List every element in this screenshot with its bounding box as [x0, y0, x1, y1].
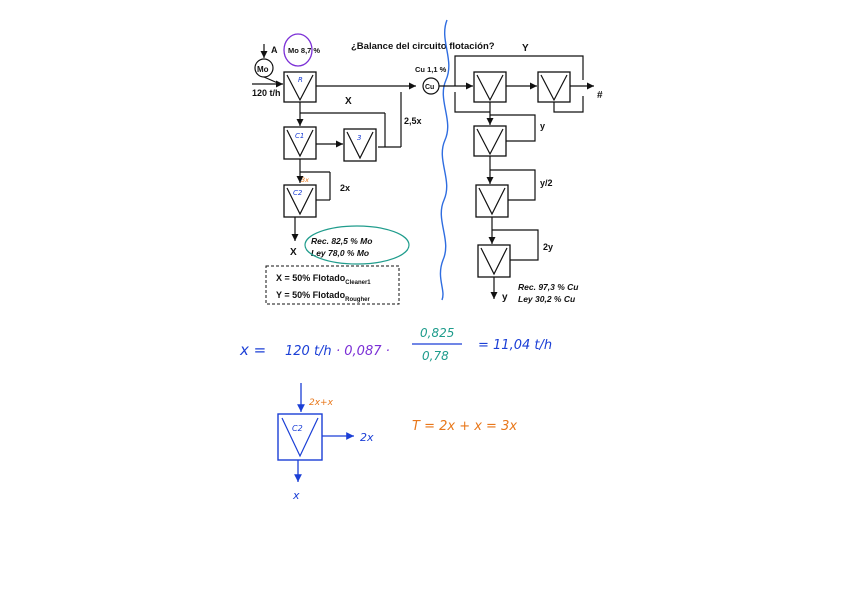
eq-frac-num: 0,825 — [420, 326, 454, 340]
cu-rougher1-cell — [473, 71, 507, 103]
eq-rate: 120 t/h — [285, 344, 332, 359]
cu-cell5 — [477, 244, 511, 278]
handwritten-equation: x = 120 t/h · 0,087 · 0,825 0,78 = 11,04… — [239, 326, 552, 363]
cu-y1: y — [540, 121, 545, 131]
eq-frac-den: 0,78 — [422, 349, 449, 363]
cu-c4-loop — [490, 169, 536, 201]
eq-result: = 11,04 t/h — [478, 338, 552, 353]
purple-highlight-circle — [283, 33, 313, 67]
sketch-cell-v — [281, 417, 319, 458]
blue-wavy-separator — [439, 19, 450, 301]
cu-c3-loop — [490, 114, 536, 142]
svg-text:Y = 50% FlotadoRougher: Y = 50% FlotadoRougher — [276, 290, 370, 303]
cleaner1-cell: C1 — [283, 126, 317, 160]
def-line2-sub: Rougher — [345, 297, 370, 303]
sketch-in-label: 2x+x — [309, 398, 334, 408]
cu-cell3 — [473, 125, 507, 157]
question-title: ¿Balance del circuito flotación? — [351, 41, 495, 52]
rougher-label: R — [298, 76, 303, 84]
cu-grade: Cu 1,1 % — [415, 65, 447, 74]
flow-25x: 2,5x — [404, 116, 422, 126]
sketch-out-label: 2x — [360, 431, 374, 444]
cu-hash: # — [597, 90, 603, 101]
mo-ley: Ley 78,0 % Mo — [311, 248, 369, 258]
cu-rougher2-cell — [537, 71, 571, 103]
feed-rate: 120 t/h — [252, 88, 281, 98]
def-line1: X = 50% Flotado — [276, 273, 346, 283]
cleaner2-note: 3x — [301, 176, 309, 184]
definitions-box: X = 50% FlotadoCleaner1 Y = 50% FlotadoR… — [265, 265, 400, 305]
rougher-cell: R — [283, 71, 317, 103]
sketch-bottom-label: x — [292, 489, 300, 502]
cu-rec: Rec. 97,3 % Cu — [518, 282, 579, 292]
def-line1-sub: Cleaner1 — [345, 280, 371, 286]
mo-feed-label: Mo — [257, 65, 269, 74]
feed-grade: Mo 8,7 % — [288, 46, 320, 55]
cu-r2-loop — [553, 96, 584, 113]
svg-text:X = 50% FlotadoCleaner1: X = 50% FlotadoCleaner1 — [276, 273, 371, 286]
cleaner3-cell: 3 — [343, 128, 377, 162]
cu-y-top: Y — [522, 43, 529, 54]
teal-highlight-ellipse — [304, 225, 410, 265]
cu-side-return — [454, 92, 490, 113]
cu-ley: Ley 30,2 % Cu — [518, 294, 576, 304]
cu-y-out: y — [502, 292, 508, 303]
cleaner2-label: C2 — [293, 189, 303, 197]
cu-c5-loop — [492, 229, 539, 261]
cleaner1-label: C1 — [295, 132, 304, 140]
flow-2x: 2x — [340, 183, 350, 193]
cu-y3: 2y — [543, 242, 553, 252]
sketch-cell-label: C2 — [292, 424, 303, 433]
def-line2: Y = 50% Flotado — [276, 290, 346, 300]
cleaner2-cell: C2 — [283, 184, 317, 218]
cu-cell4 — [475, 184, 509, 218]
cu-circle-label: Cu — [425, 84, 434, 91]
feed-label-a: A — [271, 45, 278, 55]
feed-link — [263, 76, 281, 85]
mo-rec: Rec. 82,5 % Mo — [311, 236, 372, 246]
stream-x-top: X — [345, 96, 352, 107]
eq-grade: · 0,087 · — [336, 344, 390, 359]
sketch-balance-eq: T = 2x + x = 3x — [412, 419, 517, 434]
cleaner3-label: 3 — [357, 134, 361, 142]
handwritten-c2-sketch: 2x+x C2 2x x — [277, 383, 374, 502]
cu-y2: y/2 — [540, 178, 553, 188]
stream-x-out: X — [290, 247, 297, 258]
sketch-cell-box — [277, 413, 323, 461]
cu-y-bracket — [454, 55, 584, 86]
eq-x: x = — [239, 341, 266, 359]
